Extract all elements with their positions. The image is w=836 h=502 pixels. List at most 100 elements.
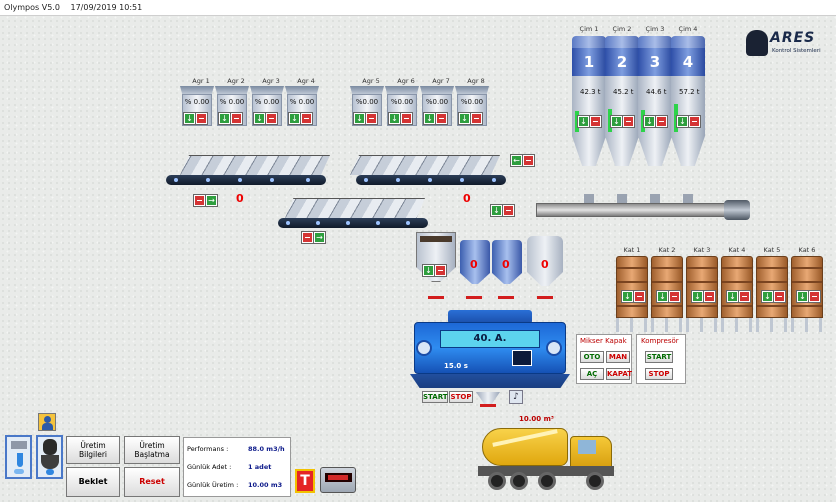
conveyor-left-stop-button[interactable] <box>193 194 206 207</box>
additive-valve-open-button[interactable]: ↓ <box>656 290 669 303</box>
aggregate-percent: % 0.00 <box>289 98 315 106</box>
reset-button[interactable]: Reset <box>124 467 180 497</box>
weighing-indicator-icon <box>320 467 356 493</box>
aggregate-gate-stop-button[interactable] <box>435 112 448 125</box>
operator-icon[interactable] <box>38 413 56 431</box>
mixer-start-button[interactable]: START <box>422 391 448 403</box>
additive-valve-open-button[interactable]: ↓ <box>796 290 809 303</box>
hold-button[interactable]: Beklet <box>66 467 120 497</box>
mixer-stop-button[interactable]: STOP <box>449 391 473 403</box>
conveyor-counter: 0 <box>236 192 244 205</box>
aggregate-bin-controls: ↓ <box>288 112 313 125</box>
production-start-button[interactable]: Üretim Başlatma <box>124 436 180 464</box>
additive-valve-stop-button[interactable] <box>703 290 716 303</box>
aggregate-label: Agr 1 <box>192 77 210 85</box>
additive-valve-open-button[interactable]: ↓ <box>761 290 774 303</box>
cement-silo-outlet <box>650 194 660 206</box>
aggregate-gate-stop-button[interactable] <box>365 112 378 125</box>
mixer-cover-man-button[interactable]: MAN <box>606 351 630 363</box>
compressor-start-button[interactable]: START <box>645 351 673 363</box>
belt-right <box>350 155 500 175</box>
aggregate-gate-open-button[interactable]: ↓ <box>218 112 231 125</box>
conveyor-right <box>356 175 506 185</box>
cement-silo-controls: ↓ <box>676 115 701 128</box>
additive-label: Kat 6 <box>798 246 816 254</box>
performance-panel: Performans : 88.0 m3/h Günlük Adet : 1 a… <box>183 437 291 497</box>
conveyor-stop-button[interactable] <box>522 154 535 167</box>
cement-valve-stop-button[interactable] <box>655 115 668 128</box>
additive-valve-stop-button[interactable] <box>808 290 821 303</box>
aggregate-gate-stop-button[interactable] <box>470 112 483 125</box>
cement-valve-open-button[interactable]: ↓ <box>676 115 689 128</box>
aggregate-gate-stop-button[interactable] <box>400 112 413 125</box>
daily-count-label: Günlük Adet : <box>187 463 232 471</box>
water-tap-icon[interactable] <box>5 435 32 479</box>
cement-valve-stop-button[interactable] <box>622 115 635 128</box>
aggregate-percent: %0.00 <box>425 98 449 106</box>
cement-level-gauge <box>674 104 678 132</box>
mixer-cover-oto-button[interactable]: OTO <box>580 351 604 363</box>
additive-valve-open-button[interactable]: ↓ <box>691 290 704 303</box>
weigher-counter: 0 <box>463 192 471 205</box>
compressor-stop-button[interactable]: STOP <box>645 368 673 380</box>
t-button[interactable]: T <box>295 469 315 493</box>
additive-controls: ↓ <box>796 290 821 303</box>
aggregate-gate-stop-button[interactable] <box>265 112 278 125</box>
cement-valve-stop-button[interactable] <box>589 115 602 128</box>
mixer-cover-title: Mikser Kapak <box>580 337 627 345</box>
conveyor-inclined-stop-button[interactable] <box>301 231 314 244</box>
aggregate-label: Agr 4 <box>297 77 315 85</box>
speaker-icon[interactable]: ♪ <box>509 390 523 404</box>
additive-tank-legs <box>686 318 718 332</box>
conveyor-left <box>166 175 326 185</box>
mixer: 40. A. 15.0 s <box>410 310 570 390</box>
aggregate-label: Agr 7 <box>432 77 450 85</box>
brand-name: ARES <box>770 30 816 46</box>
cement-valve-stop-button[interactable] <box>688 115 701 128</box>
mixer-cover-open-button[interactable]: AÇ <box>580 368 604 380</box>
cement-silo-value: 45.2 t <box>613 88 634 96</box>
aggregate-weigher-indicator <box>428 296 444 299</box>
aggregate-gate-stop-button[interactable] <box>230 112 243 125</box>
cement-valve-open-button[interactable]: ↓ <box>577 115 590 128</box>
additive-controls: ↓ <box>761 290 786 303</box>
additive-valve-stop-button[interactable] <box>633 290 646 303</box>
aggregate-gate-open-button[interactable]: ↓ <box>423 112 436 125</box>
screw-motor-icon <box>724 200 750 220</box>
additive-valve-stop-button[interactable] <box>668 290 681 303</box>
aggregate-gate-open-button[interactable]: ↓ <box>388 112 401 125</box>
aggregate-bin-controls: ↓ <box>183 112 208 125</box>
cement-valve-open-button[interactable]: ↓ <box>610 115 623 128</box>
screw-stop-button[interactable] <box>502 204 515 217</box>
conveyor-left-run-button[interactable]: → <box>205 194 218 207</box>
conveyor-inclined-run-button[interactable]: → <box>313 231 326 244</box>
screw-down-button[interactable]: ↓ <box>490 204 503 217</box>
mixer-cover-close-button[interactable]: KAPAT <box>606 368 632 380</box>
aggregate-gate-open-button[interactable]: ↓ <box>183 112 196 125</box>
additive-valve-stop-button[interactable] <box>773 290 786 303</box>
additive-valve-stop-button[interactable] <box>738 290 751 303</box>
conveyor-left-arrow-button[interactable]: ← <box>510 154 523 167</box>
aggregate-gate-stop-button[interactable] <box>195 112 208 125</box>
aggregate-weigher-discharge-button[interactable]: ↓ <box>422 264 435 277</box>
cement-silo-label: Çim 4 <box>678 25 698 33</box>
aggregate-gate-open-button[interactable]: ↓ <box>253 112 266 125</box>
performance-label: Performans : <box>187 445 229 453</box>
aggregate-weigher-stop-button[interactable] <box>434 264 447 277</box>
aggregate-gate-stop-button[interactable] <box>300 112 313 125</box>
aggregate-bin-controls: ↓ <box>388 112 413 125</box>
cement-valve-open-button[interactable]: ↓ <box>643 115 656 128</box>
aggregate-gate-open-button[interactable]: ↓ <box>288 112 301 125</box>
screw-controls: ↓ <box>490 204 515 217</box>
wash-icon[interactable] <box>36 435 63 479</box>
production-info-button[interactable]: Üretim Bilgileri <box>66 436 120 464</box>
conveyor-inclined <box>278 218 428 228</box>
additive-valve-open-button[interactable]: ↓ <box>726 290 739 303</box>
additive-tank-6: ↓ <box>791 256 823 318</box>
cement-silo-number: 2 <box>605 48 639 76</box>
aggregate-gate-open-button[interactable]: ↓ <box>353 112 366 125</box>
aggregate-gate-open-button[interactable]: ↓ <box>458 112 471 125</box>
additive-valve-open-button[interactable]: ↓ <box>621 290 634 303</box>
